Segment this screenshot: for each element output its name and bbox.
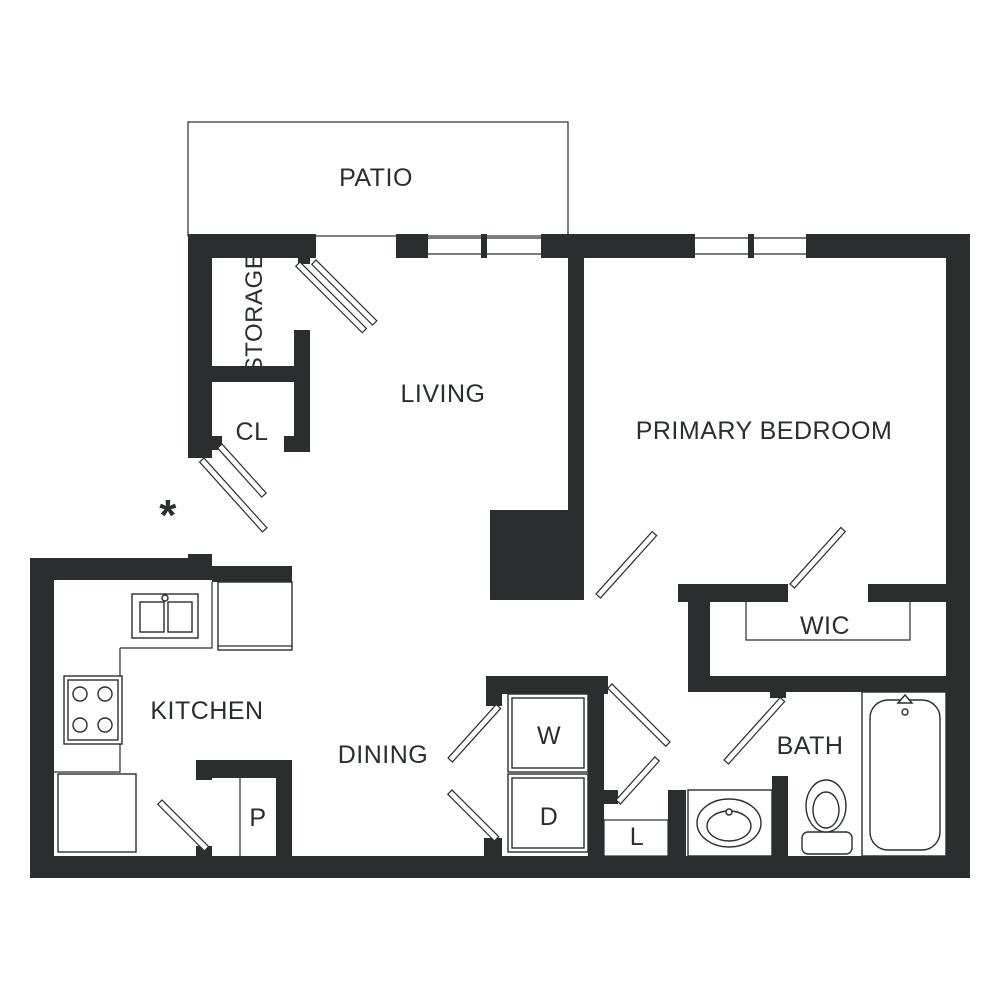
- wic-label: WIC: [800, 612, 850, 640]
- closet-label: CL: [236, 418, 269, 446]
- room-labels: PATIO STORAGE LIVING CL PRIMARY BEDROOM …: [150, 164, 893, 851]
- bath-label: BATH: [777, 732, 844, 760]
- kitchen-label: KITCHEN: [150, 697, 263, 725]
- doors: [156, 259, 847, 852]
- dishwasher-icon: [57, 773, 137, 853]
- living-label: LIVING: [401, 380, 486, 408]
- pantry-label: P: [249, 804, 266, 832]
- storage-label: STORAGE: [241, 253, 268, 373]
- bathtub-icon: [861, 691, 947, 857]
- stove-icon: [63, 675, 123, 745]
- dryer-icon: [507, 773, 589, 853]
- walls: [30, 234, 970, 878]
- toilet-icon: [801, 779, 853, 855]
- refrigerator-icon: [217, 581, 293, 651]
- kitchen-sink-icon: [131, 593, 199, 639]
- primary-bedroom-label: PRIMARY BEDROOM: [636, 417, 893, 445]
- linen-label: L: [630, 823, 644, 851]
- fixtures: [54, 581, 947, 857]
- dining-label: DINING: [338, 741, 429, 769]
- entry-marker-icon: *: [159, 491, 177, 540]
- patio-label: PATIO: [339, 164, 413, 192]
- washer-icon: [507, 693, 589, 773]
- patio-area: [187, 121, 569, 237]
- washer-label: W: [537, 722, 561, 750]
- bathroom-sink-icon: [687, 789, 773, 857]
- dryer-label: D: [540, 803, 559, 831]
- windows: [428, 237, 806, 255]
